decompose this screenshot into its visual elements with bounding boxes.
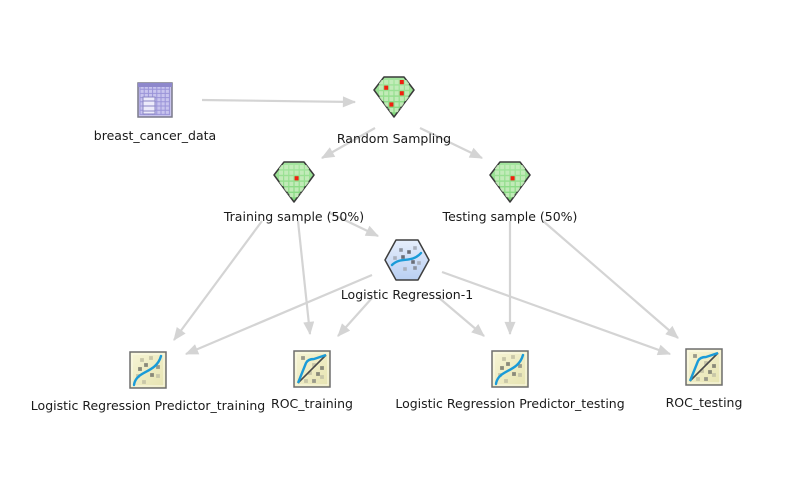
node-roc-training[interactable] [293,350,331,388]
roc-curve-icon[interactable] [293,350,331,388]
edge-training_sample-to-lr_predictor_training[interactable] [173,220,263,341]
node-random-sampling[interactable] [373,76,415,118]
node-label-lr-predictor-testing[interactable]: Logistic Regression Predictor_testing [395,396,625,411]
database-table-icon[interactable] [137,82,173,118]
node-label-training-sample[interactable]: Training sample (50%) [223,209,365,224]
node-label-logistic-regression[interactable]: Logistic Regression-1 [340,287,474,302]
node-testing-sample[interactable] [489,161,531,203]
node-label-lr-predictor-training[interactable]: Logistic Regression Predictor_training [30,398,266,413]
sample-gem-icon[interactable] [273,161,315,203]
node-lr-predictor-testing[interactable] [491,350,529,388]
edges-layer [173,96,679,356]
node-label-roc-testing[interactable]: ROC_testing [665,395,743,410]
node-label-testing-sample[interactable]: Testing sample (50%) [442,209,578,224]
nodes-layer [129,76,723,389]
sample-gem-icon[interactable] [489,161,531,203]
node-logistic-regression[interactable] [384,239,430,281]
node-roc-testing[interactable] [685,348,723,386]
edge-testing_sample-to-roc_testing[interactable] [542,220,679,339]
edge-logistic_regression-to-roc_training[interactable] [337,297,373,337]
roc-curve-icon[interactable] [685,348,723,386]
node-label-roc-training[interactable]: ROC_training [271,396,353,411]
node-training-sample[interactable] [273,161,315,203]
node-breast-cancer-data[interactable] [137,82,173,118]
logistic-predictor-icon[interactable] [491,350,529,388]
node-label-breast-cancer-data[interactable]: breast_cancer_data [93,128,217,143]
node-label-random-sampling[interactable]: Random Sampling [336,131,452,146]
logistic-model-hexagon-icon[interactable] [384,239,430,281]
edge-random_sampling-to-training_sample[interactable] [321,127,376,159]
node-lr-predictor-training[interactable] [129,351,167,389]
logistic-predictor-icon[interactable] [129,351,167,389]
edge-training_sample-to-logistic_regression[interactable] [329,212,379,237]
edge-training_sample-to-roc_training[interactable] [296,220,315,336]
edge-logistic_regression-to-roc_testing[interactable] [441,270,672,356]
edge-logistic_regression-to-lr_predictor_training[interactable] [184,273,373,356]
edge-random_sampling-to-testing_sample[interactable] [419,127,483,159]
edge-logistic_regression-to-lr_predictor_testing[interactable] [437,296,485,337]
edge-breast_cancer_data-to-random_sampling[interactable] [201,96,357,108]
sampling-gem-icon[interactable] [373,76,415,118]
